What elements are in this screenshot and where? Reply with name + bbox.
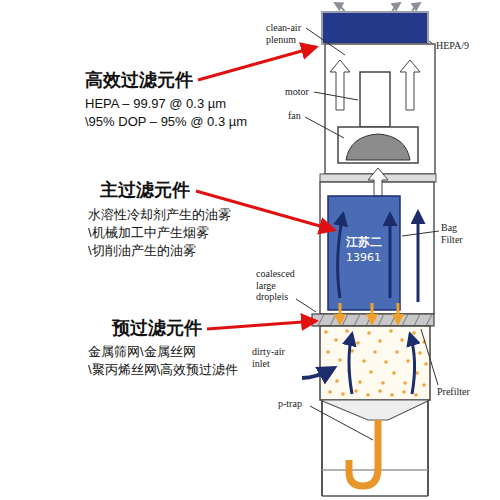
oil-mist-dots [324, 329, 428, 397]
leader-line [402, 231, 439, 236]
part-label: motor [285, 86, 309, 98]
leader-line [296, 299, 316, 312]
callout-arrow [207, 321, 316, 329]
droplet-arrow [371, 303, 374, 323]
bag-filter [328, 196, 400, 310]
leader-line [305, 117, 344, 138]
airflow-arrow [389, 214, 392, 298]
dirty-air-chamber [320, 326, 430, 400]
airflow-arrow [400, 60, 420, 110]
prefilter-hatch [318, 314, 432, 326]
airflow-arrow [412, 3, 420, 12]
airflow-arrow [392, 3, 400, 12]
callout-text: HEPA – 99.97 @ 0.3 µm [85, 97, 226, 112]
stand-leg [321, 400, 323, 496]
callout-text: \机械加工中产生烟雾 [88, 226, 209, 241]
callout-heading: 主过滤元件 [100, 180, 190, 201]
leader-line [306, 28, 345, 55]
part-label: clean-air plenum [266, 22, 316, 45]
bag-section [320, 182, 434, 314]
callout-heading: 预过滤元件 [112, 318, 202, 339]
leader-line [310, 406, 373, 440]
part-label: p-trap [278, 398, 302, 410]
inlet-arrow [302, 368, 334, 378]
part-label: Bag Filter [441, 222, 475, 245]
airflow-arrow [330, 60, 350, 110]
leader-line [421, 329, 438, 385]
part-label: coalesced large dropleis [256, 268, 308, 303]
airflow-arrow [410, 334, 415, 394]
callout-text: \聚丙烯丝网\高效预过滤件 [88, 363, 238, 378]
callout-text: 金属筛网\金属丝网 [88, 345, 196, 360]
motor [360, 72, 390, 127]
airflow-arrow [338, 214, 343, 298]
part-label: HEPA/9 [436, 40, 469, 52]
stand-base [322, 495, 428, 497]
fan-wheel [346, 134, 410, 160]
callout-text: \95% DOP – 95% @ 0.3 µm [85, 115, 247, 130]
part-label: fan [288, 110, 301, 122]
airflow-arrow [368, 168, 388, 196]
airflow-arrow [335, 3, 345, 12]
callout-arrow [198, 47, 316, 80]
part-label: dirty-air inlet [252, 346, 302, 369]
watermark-text: 13961 [346, 252, 381, 265]
fan-housing [338, 127, 418, 163]
droplet-arrow [339, 303, 342, 323]
callout-text: \切削油产生的油雾 [88, 244, 196, 259]
airflow-arrow [417, 212, 420, 302]
stand-leg [427, 400, 429, 496]
droplet-arrow [397, 303, 400, 323]
callout-text: 水溶性冷却剂产生的油雾 [88, 208, 231, 223]
leader-line [314, 92, 358, 100]
hepa-filter [322, 12, 428, 44]
callout-heading: 高效过滤元件 [85, 70, 193, 91]
airflow-arrow [349, 334, 352, 394]
watermark-text: 江苏二 [346, 236, 382, 250]
drain-funnel [320, 400, 430, 420]
clean-air-plenum [325, 44, 435, 174]
part-label: Prefilter [437, 386, 470, 398]
